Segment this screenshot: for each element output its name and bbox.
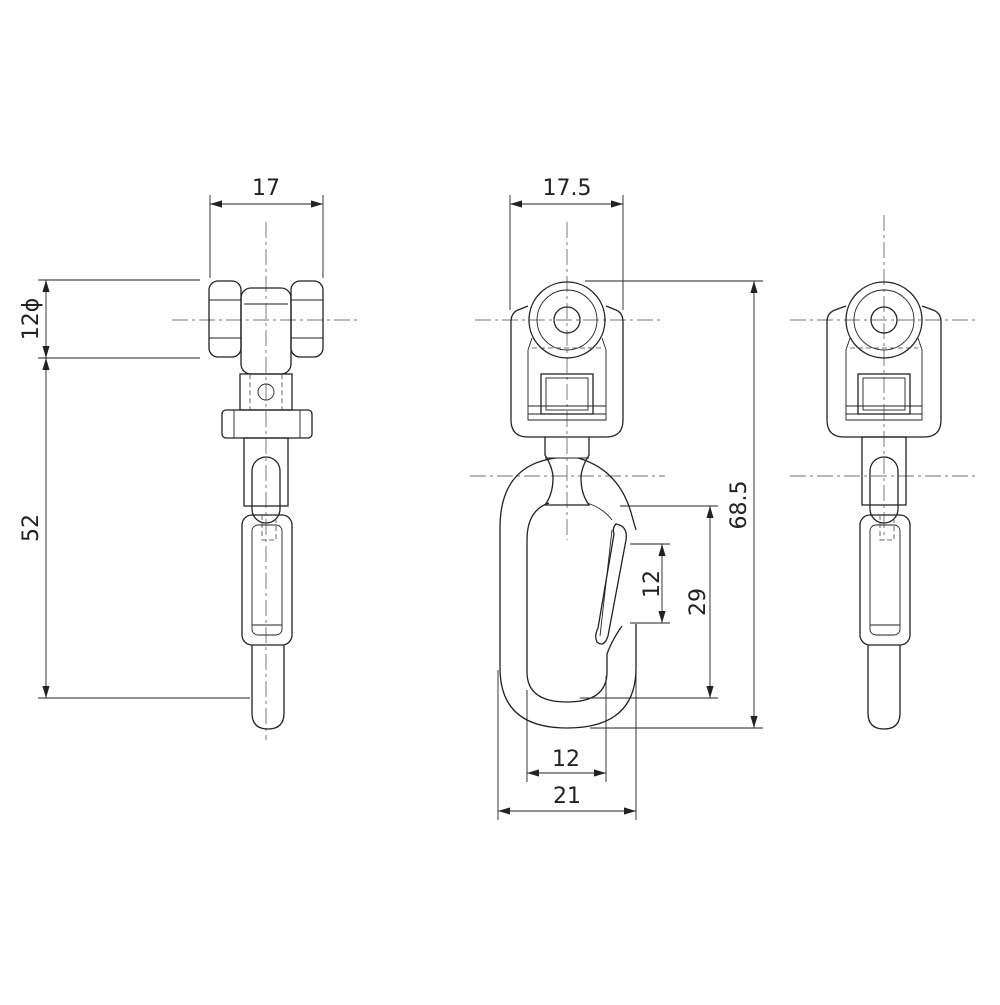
right-wheel <box>290 280 324 358</box>
hook-profile-inner <box>251 524 283 636</box>
dim-hook-inner-length: 29 <box>686 588 711 616</box>
dim-side-width: 17 <box>252 176 280 201</box>
back-wheel-axle <box>870 306 898 334</box>
hook-profile-outer <box>241 514 293 646</box>
dim-side-height: 52 <box>19 514 44 542</box>
side-view-dimensions: 17 12ϕ 52 <box>19 176 324 699</box>
hook-tip <box>251 645 285 730</box>
dim-hook-outer-width: 21 <box>553 784 581 809</box>
front-view <box>470 222 665 729</box>
left-wheel <box>208 280 242 358</box>
top-bracket <box>510 305 624 438</box>
swivel-body <box>243 437 289 507</box>
eye-slot <box>251 456 281 524</box>
dim-gate-opening: 12 <box>640 570 665 598</box>
back-hook-profile-outer <box>859 514 911 646</box>
side-view <box>172 222 358 740</box>
snap-hook-inner <box>526 502 623 703</box>
spring-gate <box>595 523 627 645</box>
front-wheel-axle <box>553 306 581 334</box>
swivel-collar <box>543 437 591 506</box>
dim-total-height: 68.5 <box>727 481 752 530</box>
front-view-dimensions: 17.5 68.5 12 29 12 21 <box>497 176 763 820</box>
back-swivel-body <box>861 436 907 506</box>
dim-front-width: 17.5 <box>543 176 592 201</box>
nut-flange <box>221 409 313 439</box>
dim-wheel-diameter: 12ϕ <box>19 298 44 341</box>
back-hook-tip <box>867 645 901 730</box>
back-eye-slot <box>869 456 899 524</box>
dim-hook-inner-width: 12 <box>552 747 580 772</box>
back-wheel <box>845 281 923 359</box>
snap-hook-outer <box>499 457 637 729</box>
back-view <box>790 215 978 730</box>
front-wheel <box>528 281 606 359</box>
